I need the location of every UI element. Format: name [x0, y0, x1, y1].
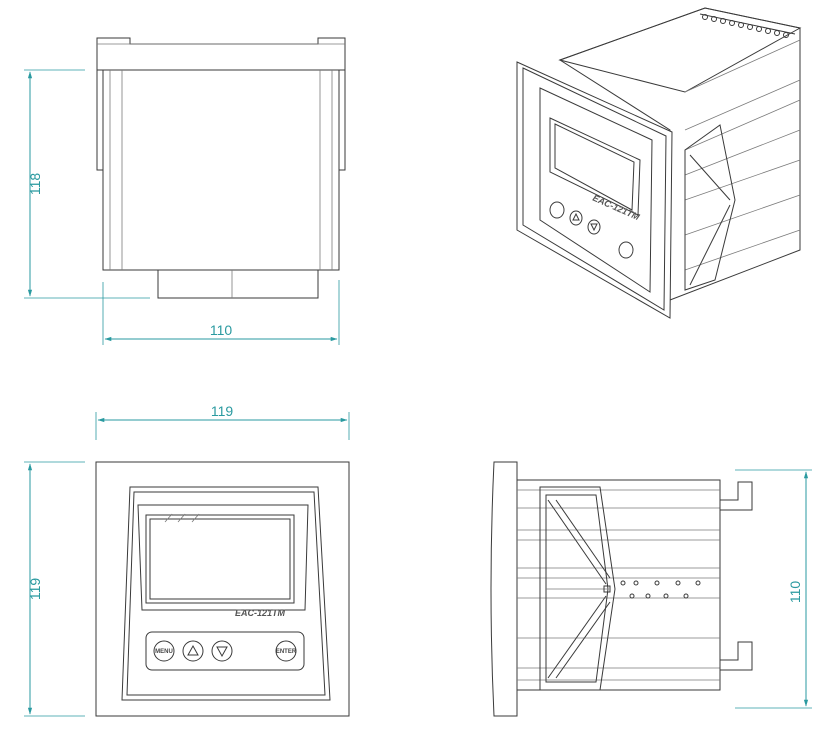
isometric-view: EAC-121TM — [516, 7, 802, 319]
enter-button[interactable]: ENTER — [275, 640, 297, 662]
dimension-110-bottom: 110 — [102, 280, 340, 345]
down-arrow-icon — [216, 646, 228, 658]
svg-text:ENTER: ENTER — [276, 649, 297, 655]
down-arrow-button[interactable] — [211, 640, 233, 662]
dimension-118: 118 — [24, 69, 150, 299]
right-side-view — [490, 461, 753, 717]
dimension-110-right: 110 — [735, 469, 812, 709]
menu-button[interactable]: MENU — [153, 640, 175, 662]
dim-label-110-right: 110 — [787, 581, 803, 604]
dim-label-119-top: 119 — [211, 403, 234, 419]
up-arrow-icon — [187, 644, 199, 656]
terminal-block — [699, 13, 796, 38]
up-arrow-button[interactable] — [182, 640, 204, 662]
dim-label-110: 110 — [210, 322, 233, 338]
side-view — [96, 37, 346, 299]
front-view: EAC-121TM MENU ENTER — [95, 461, 350, 717]
dim-label-119-left: 119 — [27, 578, 43, 601]
dimension-119-top: 119 — [95, 403, 350, 440]
dimension-119-left: 119 — [24, 461, 85, 717]
dim-label-118: 118 — [27, 173, 43, 196]
front-model-label: EAC-121TM — [235, 608, 286, 618]
svg-text:MENU: MENU — [155, 649, 173, 655]
